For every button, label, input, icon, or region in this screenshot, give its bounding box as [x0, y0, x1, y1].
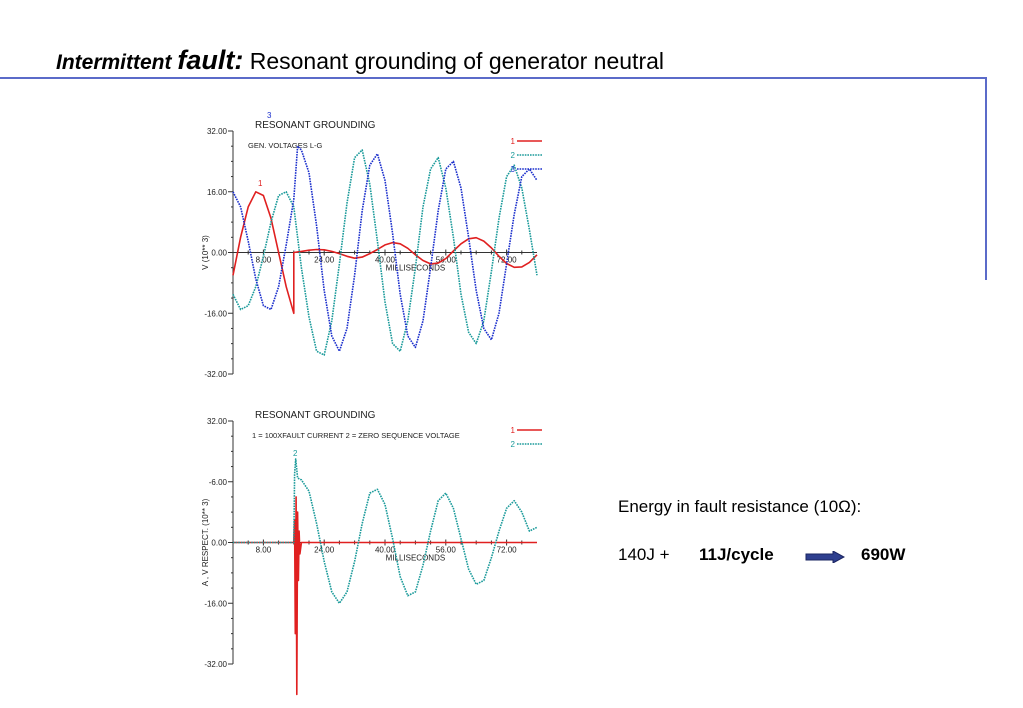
chart1-series-3-line	[232, 145, 538, 352]
chart1-xtick-label: 8.00	[256, 256, 272, 265]
chart1-trace-marker-1: 1	[258, 179, 263, 188]
chart1-ytick-label: 0.00	[211, 249, 227, 258]
chart2-subtitle: 1 = 100XFAULT CURRENT 2 = ZERO SEQUENCE …	[252, 431, 460, 440]
energy-label: Energy in fault resistance (10Ω):	[618, 497, 862, 516]
chart2-legend-label-1: 1	[511, 426, 516, 435]
chart2-xtick-label: 40.00	[375, 546, 396, 555]
chart2-title: RESONANT GROUNDING	[255, 410, 376, 421]
chart2-trace-marker-2: 2	[293, 449, 298, 458]
chart2-x-axis-label: MILLISECONDS	[386, 554, 446, 563]
title-fault: fault:	[177, 45, 244, 75]
chart2-ytick-label: -32.00	[204, 660, 227, 669]
chart2-legend-label-2: 2	[511, 440, 516, 449]
energy-result: 690W	[861, 545, 906, 564]
slide-title: Intermittent fault: Resonant grounding o…	[56, 40, 664, 77]
chart1-trace-marker-3: 3	[267, 111, 272, 120]
side-rule	[985, 77, 987, 280]
chart2-series-1-line	[233, 496, 537, 696]
chart1-legend-label-2: 2	[511, 151, 516, 160]
chart2-ytick-label: -6.00	[209, 478, 228, 487]
chart1-ytick-label: -32.00	[204, 370, 227, 379]
chart-generator-voltages: 32.00 16.00 0.00 -16.00 -32.00 8.00 24.00 40.00…	[201, 111, 542, 379]
chart2-y-axis-label: A , V RESPECT. (10** 3)	[201, 498, 210, 586]
chart1-xtick-label: 24.00	[314, 256, 335, 265]
chart1-legend-label-1: 1	[511, 137, 516, 146]
chart1-ytick-label: -16.00	[204, 309, 227, 318]
chart1-subtitle: GEN. VOLTAGES L-G	[248, 141, 322, 150]
chart2-xtick-label: 56.00	[436, 546, 457, 555]
chart1-xtick-label: 40.00	[375, 256, 396, 265]
chart2-xtick-label: 72.00	[497, 546, 518, 555]
chart2-ytick-label: 0.00	[211, 539, 227, 548]
chart2-series-2-line	[233, 458, 538, 605]
header-rule	[0, 77, 987, 79]
title-intermittent: Intermittent	[56, 51, 178, 74]
chart2-ytick-label: 32.00	[207, 417, 228, 426]
chart1-xtick-label: 72.00	[497, 256, 518, 265]
chart2-xtick-label: 8.00	[256, 546, 272, 555]
right-arrow-icon	[805, 551, 845, 563]
title-rest: Resonant grounding of generator neutral	[243, 48, 665, 74]
chart1-legend-label-3: 3	[511, 165, 516, 174]
chart2-xtick-label: 24.00	[314, 546, 335, 555]
chart2-ytick-label: -16.00	[204, 599, 227, 608]
chart1-y-axis-label: V (10** 3)	[201, 235, 210, 270]
energy-term-per-cycle: 11J/cycle	[699, 545, 774, 564]
chart1-xtick-label: 56.00	[436, 256, 457, 265]
chart-fault-current-zero-seq: 32.00 -6.00 0.00 -16.00 -32.00 8.00 24.00 40.00…	[201, 410, 542, 696]
chart1-series-1-line	[232, 191, 538, 315]
chart1-ytick-label: 16.00	[207, 188, 228, 197]
chart1-ytick-label: 32.00	[207, 127, 228, 136]
chart1-series-2-line	[232, 149, 538, 356]
energy-term-140j: 140J +	[618, 545, 670, 564]
chart1-title: RESONANT GROUNDING	[255, 120, 376, 131]
